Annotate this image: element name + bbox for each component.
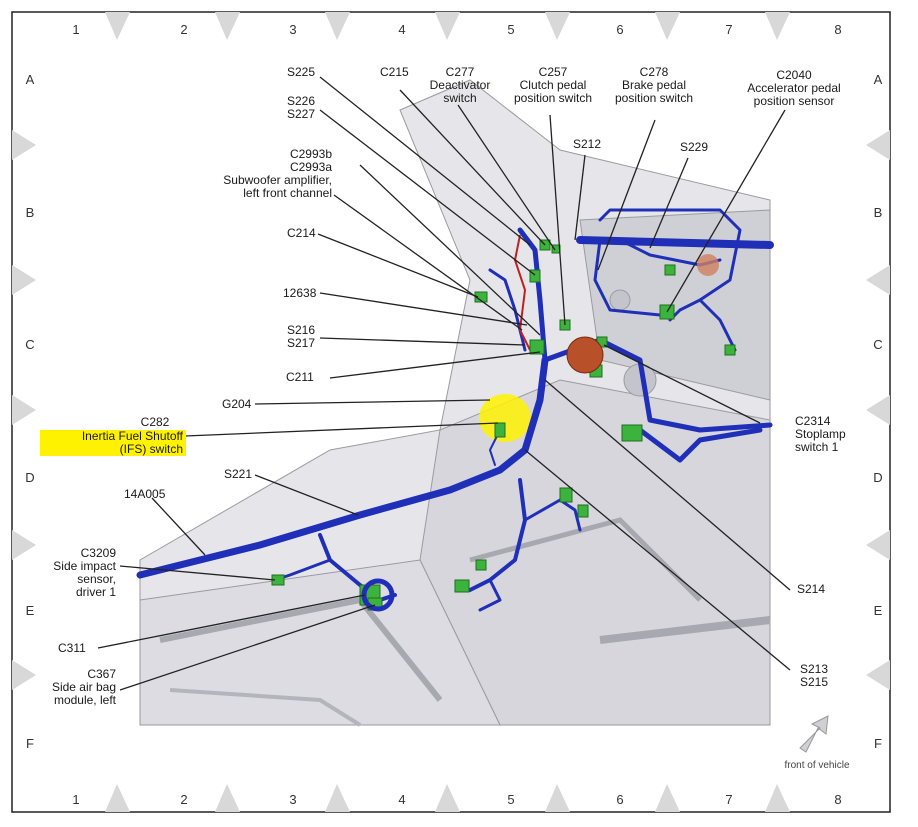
grid-col-1-bottom: 1 (72, 792, 80, 807)
grid-row-d: D (25, 470, 35, 485)
grid-row-c: C (25, 337, 35, 352)
connectors (271, 239, 736, 611)
label-g204: G204 (222, 397, 252, 411)
grid-row-c-right: C (873, 337, 883, 352)
ifs-switch-highlight (479, 394, 531, 442)
grid-col-4-bottom: 4 (398, 792, 406, 807)
grid-col-2-bottom: 2 (180, 792, 188, 807)
leader-lines (97, 76, 791, 691)
label-s225: S225 (287, 65, 316, 79)
grid-row-a: A (25, 72, 35, 87)
label-s212: S212 (573, 137, 602, 151)
grid-row-f-right: F (874, 736, 882, 751)
grid-col-5: 5 (507, 22, 515, 37)
grid-col-2: 2 (180, 22, 188, 37)
label-c215: C215 (380, 65, 409, 79)
grid-row-e: E (25, 603, 35, 618)
label-c282: C282 (140, 415, 170, 429)
label-c311: C311 (58, 641, 86, 655)
grid-col-8-bottom: 8 (834, 792, 842, 807)
grid-row-b: B (25, 205, 35, 220)
grid-row-f: F (26, 736, 34, 751)
front-arrow-icon (799, 715, 829, 753)
label-14a005: 14A005 (124, 487, 166, 501)
label-s214: S214 (797, 582, 826, 596)
grid-col-5-bottom: 5 (507, 792, 515, 807)
label-ifs-switch: Inertia Fuel Shutoff(IFS) switch (40, 430, 186, 456)
label-12638: 12638 (283, 286, 317, 300)
label-front-of-vehicle: front of vehicle (784, 760, 850, 771)
label-s221: S221 (224, 467, 253, 481)
grid-col-7-bottom: 7 (725, 792, 733, 807)
label-c214: C214 (287, 226, 316, 240)
grid-col-6: 6 (616, 22, 624, 37)
label-c211: C211 (286, 370, 314, 384)
grid-row-b-right: B (873, 205, 883, 220)
label-s229: S229 (680, 140, 709, 154)
grid-row-d-right: D (873, 470, 883, 485)
grid-col-6-bottom: 6 (616, 792, 624, 807)
grid-col-4: 4 (398, 22, 406, 37)
grid-col-3: 3 (289, 22, 297, 37)
grid-col-3-bottom: 3 (289, 792, 297, 807)
grid-col-1: 1 (72, 22, 80, 37)
grid-row-e-right: E (873, 603, 883, 618)
red-wire (513, 234, 531, 351)
grid-col-8: 8 (834, 22, 842, 37)
accelerator-grommet (697, 254, 719, 276)
grid-col-7: 7 (725, 22, 733, 37)
grid-row-a-right: A (873, 72, 883, 87)
dash-grommet (566, 336, 604, 374)
grid-border-markers (12, 12, 890, 812)
